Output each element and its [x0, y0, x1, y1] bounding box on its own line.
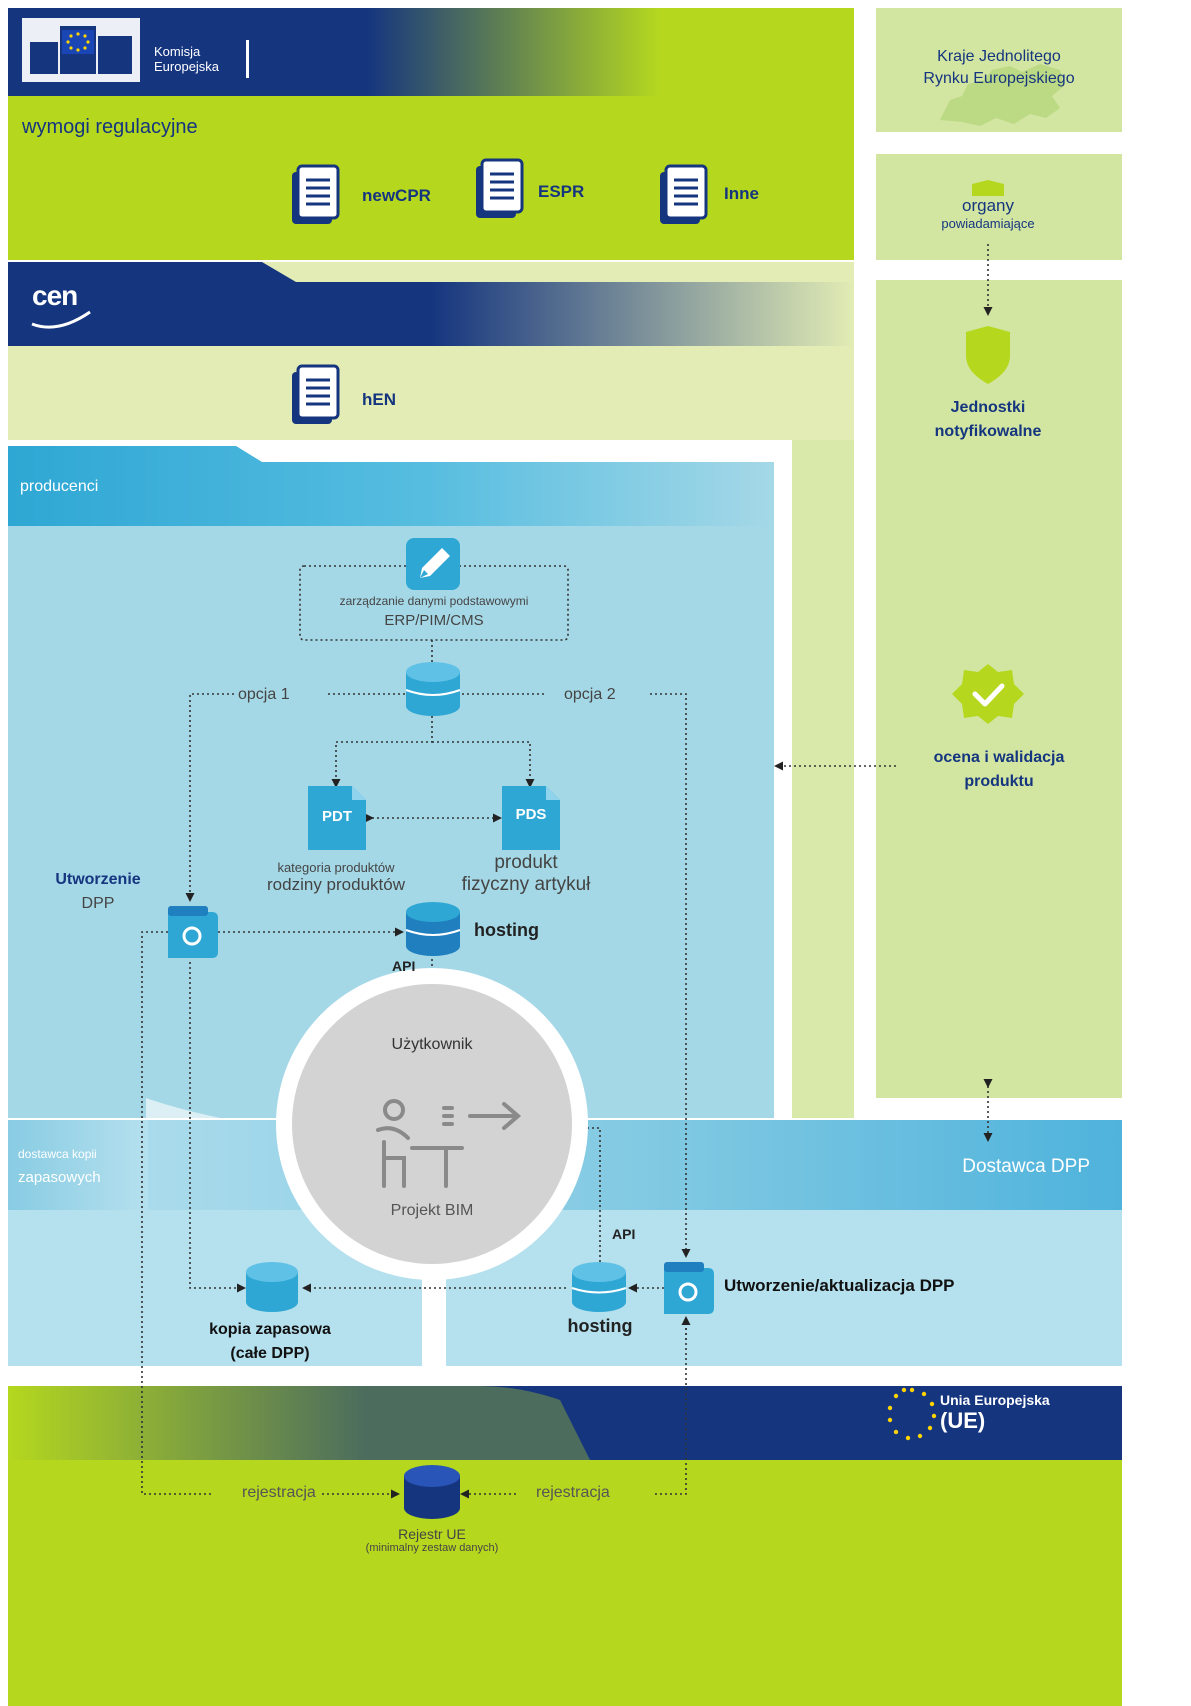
validation-line1: ocena i walidacja: [933, 749, 1065, 766]
pds-file-icon: [502, 786, 560, 850]
hen-label: hEN: [362, 390, 396, 409]
dpp-provider-title: Dostawca DPP: [962, 1156, 1090, 1177]
pdt-caption: kategoria produktów rodziny produktów: [236, 860, 436, 895]
create-dpp-label: Utworzenie DPP: [40, 868, 156, 916]
ec-name: Komisja Europejska: [154, 44, 219, 74]
connectors: [141, 244, 993, 1499]
option2-label: opcja 2: [564, 686, 616, 703]
validation-label: ocena i walidacja produktu: [876, 746, 1122, 794]
provider-hosting-label: hosting: [567, 1316, 633, 1336]
backup-title-line1: dostawca kopii: [18, 1147, 97, 1161]
bim-project-label: Projekt BIM: [390, 1202, 474, 1219]
provider-api-label: API: [612, 1226, 636, 1242]
europe-map-icon: [940, 64, 1064, 126]
checkmark-badge-icon: [952, 664, 1024, 724]
pds-caption-line2: fizyczny artykuł: [461, 874, 591, 895]
countries-line2: Rynku Europejskiego: [923, 70, 1075, 87]
side-column: [876, 8, 1122, 1098]
option1-label: opcja 1: [238, 686, 290, 703]
ec-name-line2: Europejska: [154, 59, 220, 74]
hosting-label: hosting: [474, 920, 539, 940]
pds-label: PDS: [515, 806, 547, 823]
ec-section: [8, 8, 854, 260]
create-dpp-line2: DPP: [81, 895, 115, 912]
master-data-label: zarządzanie danymi podstawowymi ERP/PIM/…: [300, 594, 568, 629]
master-data-line1: zarządzanie danymi podstawowymi: [339, 594, 529, 608]
eu-registry-line2: (minimalny zestaw danych): [365, 1542, 499, 1554]
pencil-icon: [406, 538, 460, 590]
cen-section: [8, 262, 854, 1118]
pdt-caption-line1: kategoria produktów: [277, 860, 395, 875]
cen-logo-text: cen: [32, 280, 78, 311]
backup-copy-label: kopia zapasowa (całe DPP): [180, 1318, 360, 1366]
shield-icon: [966, 326, 1010, 384]
espr-document-icon: [476, 158, 524, 218]
registration-left-label: rejestracja: [242, 1484, 316, 1501]
eu-registry-label: Rejestr UE (minimalny zestaw danych): [310, 1526, 554, 1554]
provider-hosting-database-icon: [571, 1262, 627, 1312]
backup-copy-line2: (całe DPP): [230, 1345, 310, 1362]
eu-stars-icon: [887, 1387, 937, 1441]
validation-line2: produktu: [964, 773, 1034, 790]
newcpr-document-icon: [292, 164, 340, 224]
notified-label: Jednostki notyfikowalne: [876, 396, 1100, 444]
regulations-title: wymogi regulacyjne: [22, 116, 198, 138]
eu-line1: Unia Europejska: [940, 1392, 1050, 1408]
notified-line1: Jednostki: [950, 399, 1026, 416]
user-title: Użytkownik: [391, 1036, 473, 1053]
organs-small-icon: [972, 180, 1004, 196]
cen-logo: [31, 310, 91, 329]
master-data-line2: ERP/PIM/CMS: [384, 612, 484, 629]
countries-label: Kraje Jednolitego Rynku Europejskiego: [876, 46, 1122, 90]
backup-title-line2: zapasowych: [18, 1169, 101, 1186]
newcpr-label: newCPR: [362, 186, 431, 205]
eu-label: Unia Europejska (UE): [940, 1392, 1050, 1434]
eu-registry-database-icon: [404, 1465, 460, 1519]
hen-document-icon: [292, 364, 340, 424]
wallet-icon: [168, 906, 218, 958]
pds-caption: produkt fizyczny artykuł: [436, 852, 616, 896]
organs-label: organy powiadamiające: [876, 196, 1100, 231]
other-document-icon: [660, 164, 708, 224]
countries-line1: Kraje Jednolitego: [937, 48, 1061, 65]
pdt-file-icon: [308, 786, 366, 850]
eu-building-icon: [22, 18, 140, 82]
pds-caption-line1: produkt: [494, 852, 558, 873]
api-label: API: [392, 958, 416, 974]
notified-line2: notyfikowalne: [934, 423, 1042, 440]
espr-label: ESPR: [538, 182, 585, 201]
backup-copy-line1: kopia zapasowa: [209, 1321, 331, 1338]
eu-line2: (UE): [940, 1408, 986, 1433]
eu-section: [8, 1386, 1122, 1706]
pdt-label: PDT: [322, 808, 352, 825]
hosting-database-icon: [405, 902, 461, 956]
registration-right-label: rejestracja: [536, 1484, 610, 1501]
user-circle: [276, 968, 588, 1280]
ec-name-line1: Komisja: [154, 44, 201, 59]
backup-database-icon: [246, 1262, 298, 1312]
wallet-update-icon: [664, 1262, 714, 1314]
pdt-caption-line2: rodziny produktów: [267, 875, 405, 894]
other-label: Inne: [724, 184, 759, 203]
person-desk-icon: [376, 1099, 522, 1188]
database-icon: [405, 662, 461, 716]
ec-divider: [246, 40, 249, 78]
organs-line1: organy: [962, 196, 1014, 215]
producers-title: producenci: [20, 478, 99, 495]
create-dpp-line1: Utworzenie: [55, 871, 141, 888]
backup-provider-title: dostawca kopii zapasowych: [18, 1142, 101, 1190]
organs-line2: powiadamiające: [941, 216, 1035, 231]
create-update-dpp-label: Utworzenie/aktualizacja DPP: [724, 1276, 955, 1295]
eu-registry-line1: Rejestr UE: [398, 1526, 466, 1542]
